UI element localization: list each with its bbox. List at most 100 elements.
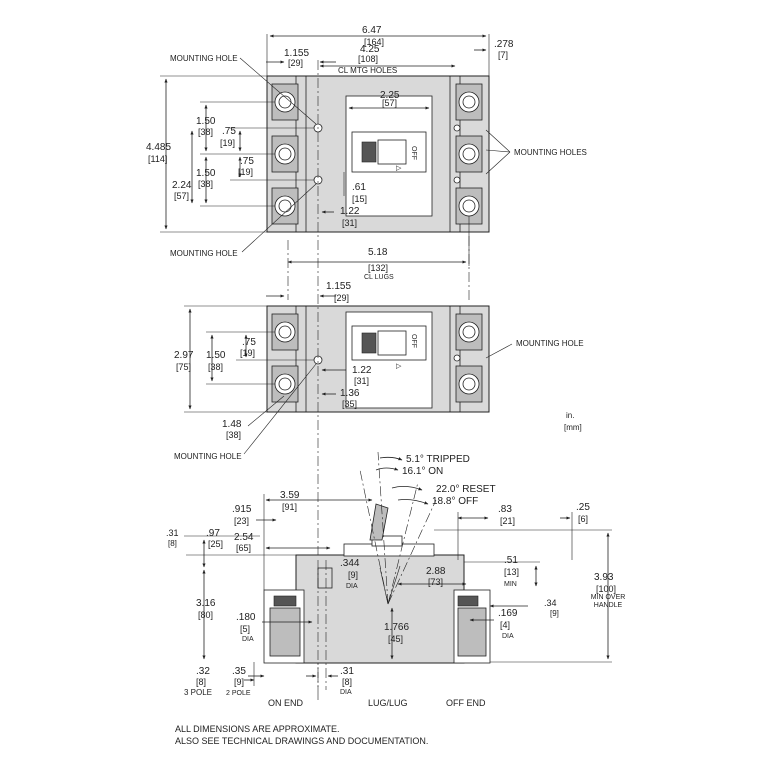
dim-1766: 1.766 [384, 622, 409, 633]
dim-mid-075-mm: [19] [240, 348, 255, 358]
svg-text:OFF: OFF [410, 146, 417, 160]
dim-061-mm: [15] [352, 194, 367, 204]
dim-mid-136: 1.36 [340, 388, 360, 399]
dim-122: 1.22 [340, 206, 360, 217]
dim-0915-mm: [23] [234, 516, 249, 526]
svg-text:▷: ▷ [396, 363, 402, 370]
side-view-breaker [263, 503, 491, 664]
mid-view-dimensions: 1.155 [29] 2.97 [75] 1.50 [38] .75 [19] … [174, 281, 584, 461]
dim-051-min: MIN [504, 581, 517, 588]
dim-pitch-150a-mm: [38] [198, 127, 213, 137]
dim-254: 2.54 [234, 532, 254, 543]
dim-edge-278-mm: [7] [498, 50, 508, 60]
dim-0180-mm: [5] [240, 624, 250, 634]
dim-075a: .75 [222, 126, 236, 137]
dim-025: .25 [576, 502, 590, 513]
angle-reset: 22.0° RESET [436, 484, 496, 495]
dim-mtg-spacing: 4.25 [360, 44, 380, 55]
dim-lug-spacing: 5.18 [368, 247, 388, 258]
dim-offset-1155: 1.155 [284, 48, 309, 59]
label-cl-mtg-holes: CL MTG HOLES [338, 66, 397, 75]
dim-mtg-spacing-mm: [108] [358, 54, 378, 64]
dim-offset-1155-mm: [29] [288, 58, 303, 68]
right-lug-column [455, 83, 483, 225]
dim-mid-075: .75 [242, 337, 256, 348]
dim-035: .35 [232, 666, 246, 677]
dim-083: .83 [498, 504, 512, 515]
angle-off: 18.8° OFF [432, 496, 478, 507]
dim-075b-mm: [19] [238, 167, 253, 177]
mid-view-breaker: OFF ▷ [266, 305, 490, 413]
left-lug-column [271, 83, 299, 225]
dim-097-mm: [25] [208, 539, 223, 549]
dim-overall-height: 4.485 [146, 142, 171, 153]
dim-mid-122-mm: [31] [354, 376, 369, 386]
label-2-pole: 2 POLE [226, 690, 251, 697]
note-approximate: ALL DIMENSIONS ARE APPROXIMATE. [175, 724, 340, 734]
dim-pitch-150b: 1.50 [196, 168, 216, 179]
dim-0169-mm: [4] [500, 620, 510, 630]
dim-handle-width: 2.25 [380, 90, 400, 101]
dim-061: .61 [352, 182, 366, 193]
label-mounting-hole-top: MOUNTING HOLE [170, 54, 238, 63]
dim-122-mm: [31] [342, 218, 357, 228]
dim-075a-mm: [19] [220, 138, 235, 148]
dim-edge-278: .278 [494, 39, 514, 50]
dim-031-mm: [8] [168, 539, 177, 548]
dim-359-mm: [91] [282, 502, 297, 512]
angle-tripped: 5.1° TRIPPED [406, 454, 470, 465]
svg-text:▷: ▷ [396, 165, 402, 172]
dim-031b: .31 [340, 666, 354, 677]
dim-224: 2.24 [172, 180, 192, 191]
dim-0169-dia: DIA [502, 633, 514, 640]
dim-mid-offset-1155: 1.155 [326, 281, 351, 292]
dim-393-note: MIN OVER HANDLE [590, 594, 626, 609]
dim-097: .97 [206, 528, 220, 539]
dim-393-mm: [100] [596, 584, 616, 594]
dim-mid-148-mm: [38] [226, 430, 241, 440]
top-view-breaker: OFF ▷ [266, 75, 490, 233]
dim-mid-136-mm: [35] [342, 399, 357, 409]
dim-0344-mm: [9] [348, 570, 358, 580]
dim-034: .34 [544, 598, 557, 608]
note-see-docs: ALSO SEE TECHNICAL DRAWINGS AND DOCUMENT… [175, 736, 429, 746]
label-cl-lugs: CL LUGS [364, 274, 394, 281]
dim-0344: .344 [340, 558, 360, 569]
label-mid-mounting-hole-left: MOUNTING HOLE [174, 452, 242, 461]
dim-393: 3.93 [594, 572, 614, 583]
dim-031b-mm: [8] [342, 677, 352, 687]
dim-mid-148: 1.48 [222, 419, 242, 430]
dim-mid-overall-height: 2.97 [174, 350, 194, 361]
dim-mid-122: 1.22 [352, 365, 372, 376]
units-in: in. [566, 411, 574, 420]
dim-0169: .169 [498, 608, 518, 619]
dim-025-mm: [6] [578, 514, 588, 524]
dim-mid-overall-height-mm: [75] [176, 362, 191, 372]
dim-034-mm: [9] [550, 609, 559, 618]
dim-pitch-150b-mm: [38] [198, 179, 213, 189]
dim-051: .51 [504, 555, 518, 566]
svg-text:OFF: OFF [410, 334, 417, 348]
dim-0915: .915 [232, 504, 252, 515]
dim-359: 3.59 [280, 490, 300, 501]
label-on-end: ON END [268, 698, 304, 708]
dim-handle-width-mm: [57] [382, 98, 397, 108]
label-mounting-holes: MOUNTING HOLES [514, 148, 587, 157]
dim-mid-pitch-150: 1.50 [206, 350, 226, 361]
label-mounting-hole-bottom: MOUNTING HOLE [170, 249, 238, 258]
dim-083-mm: [21] [500, 516, 515, 526]
units-mm: [mm] [564, 423, 582, 432]
dim-pitch-150a: 1.50 [196, 116, 216, 127]
dim-031b-dia: DIA [340, 689, 352, 696]
label-lug-lug: LUG/LUG [368, 698, 408, 708]
label-3-pole: 3 POLE [184, 688, 212, 697]
dim-mid-pitch-150-mm: [38] [208, 362, 223, 372]
dim-075b: .75 [240, 156, 254, 167]
dim-0180-dia: DIA [242, 636, 254, 643]
dim-0344-dia: DIA [346, 583, 358, 590]
dim-288: 2.88 [426, 566, 446, 577]
label-mid-mounting-hole-right: MOUNTING HOLE [516, 339, 584, 348]
dim-254-mm: [65] [236, 543, 251, 553]
dim-032: .32 [196, 666, 210, 677]
